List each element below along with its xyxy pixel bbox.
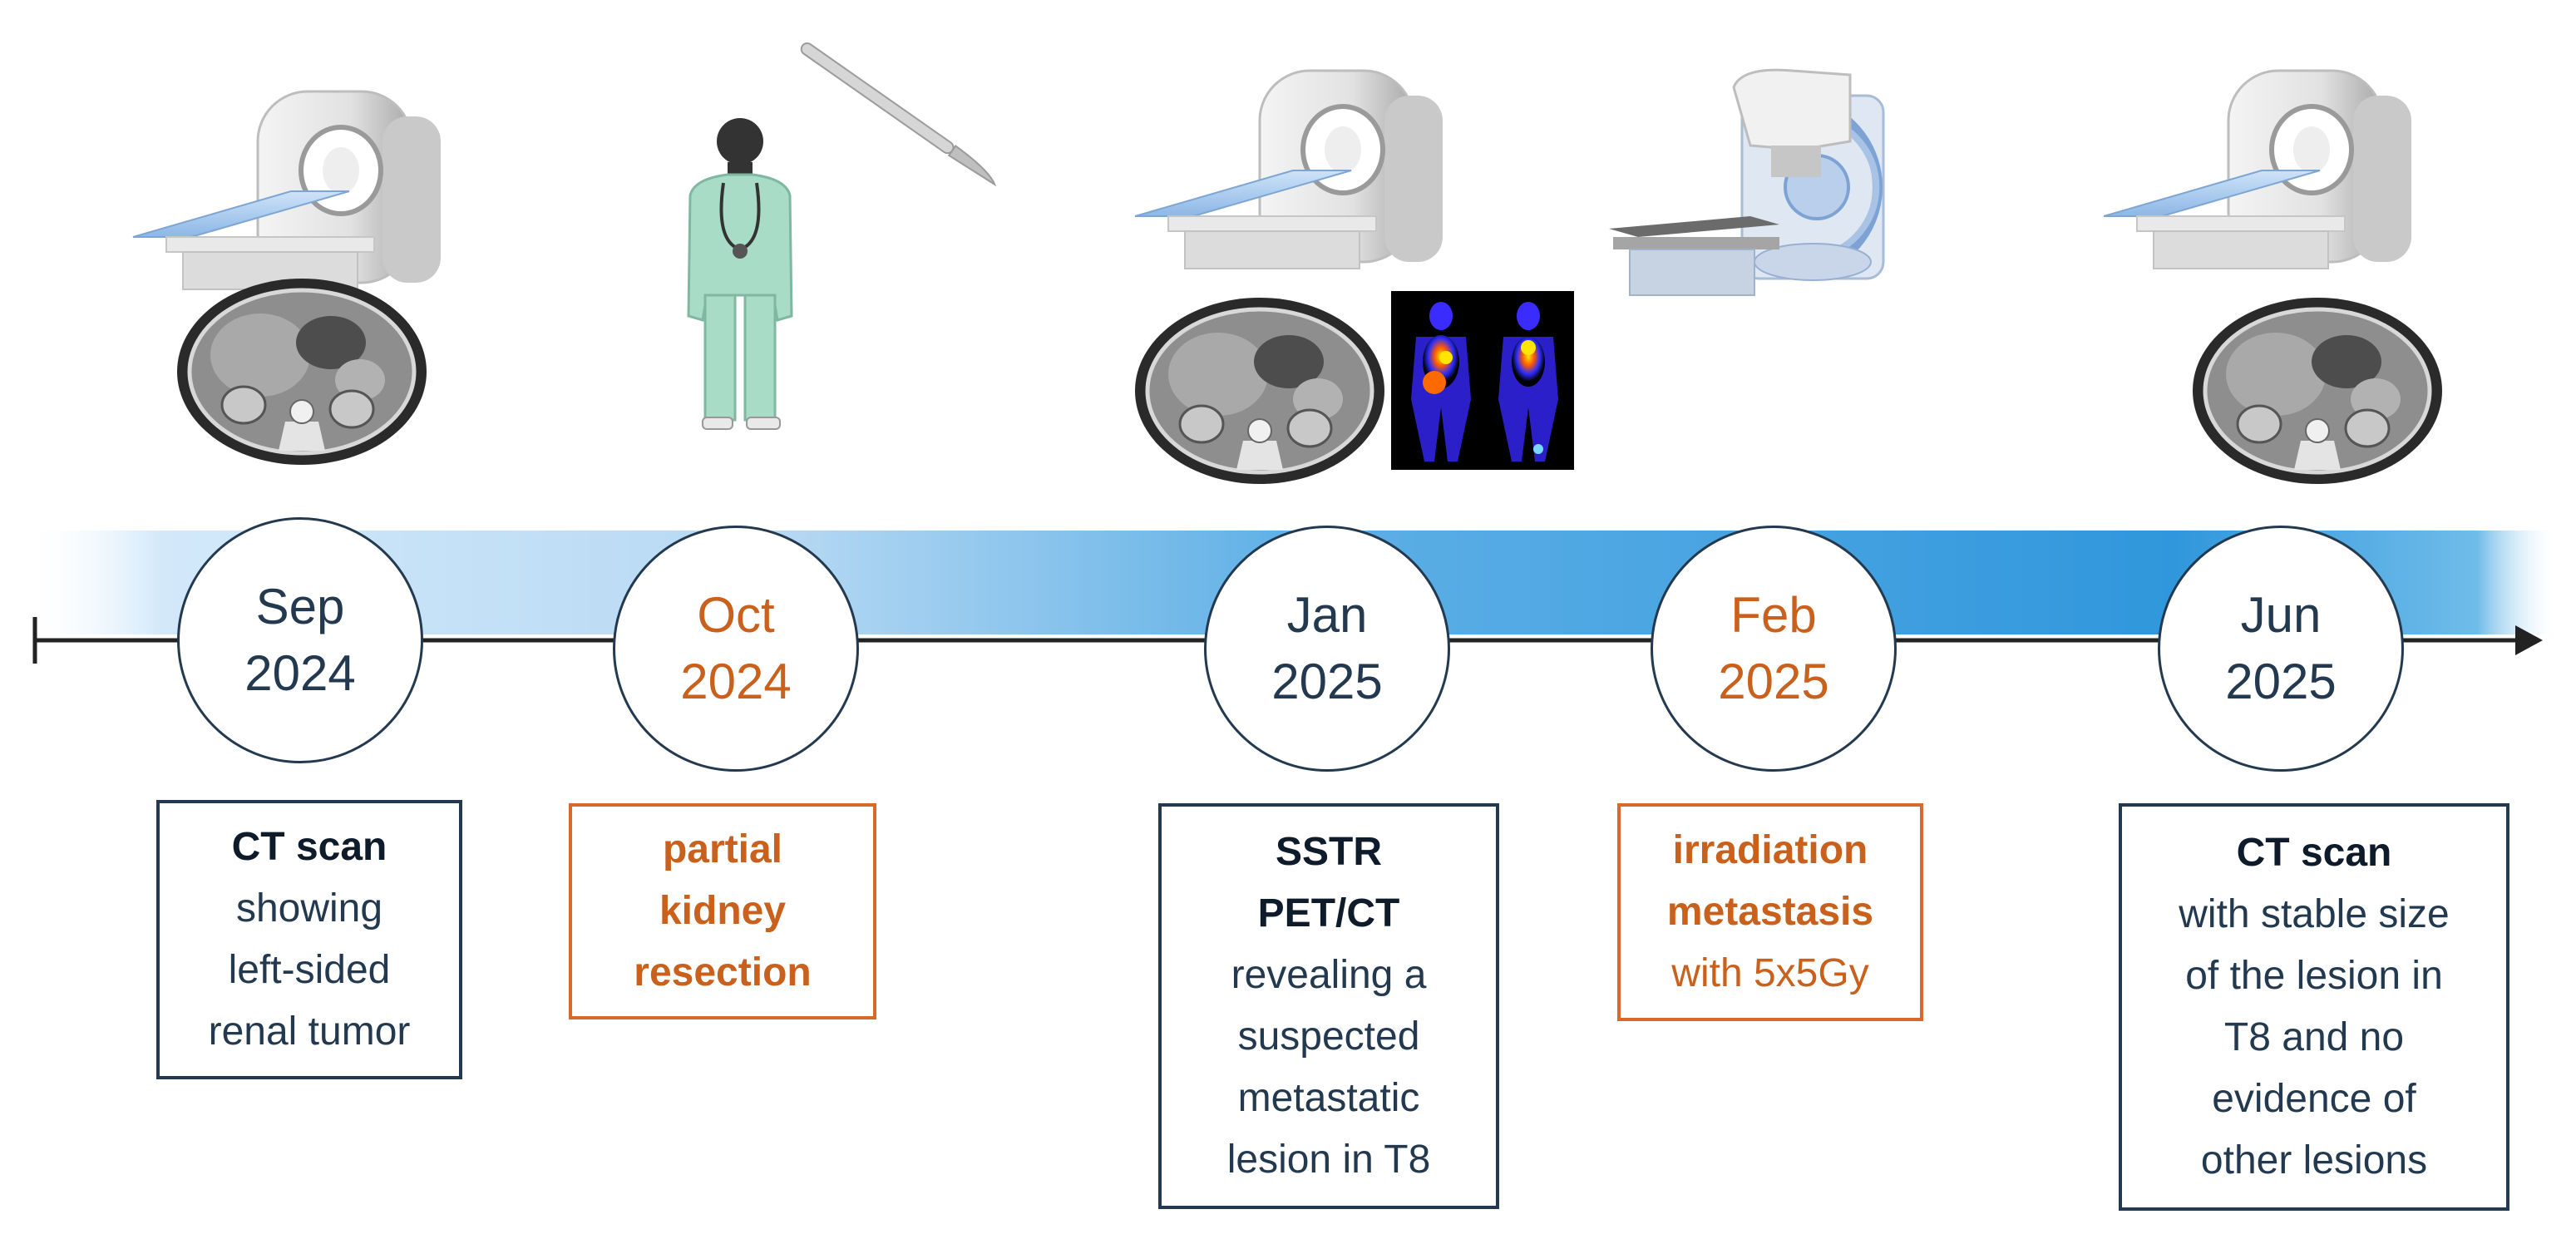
date-marker-oct-2024: Oct 2024 bbox=[613, 526, 859, 772]
event-box-partial-kidney-resection: partial kidney resection bbox=[569, 803, 876, 1019]
event-text-line: lesion in T8 bbox=[1226, 1138, 1431, 1182]
event-text-line: evidence of bbox=[2212, 1077, 2416, 1121]
ct-scanner-icon bbox=[133, 91, 441, 289]
event-title-line: SSTR bbox=[1275, 830, 1382, 874]
event-text-line: metastatic bbox=[1237, 1076, 1420, 1120]
date-month: Feb bbox=[1730, 587, 1817, 643]
date-marker-jan-2025: Jan 2025 bbox=[1204, 526, 1450, 772]
event-text-line: showing bbox=[235, 886, 383, 930]
surgeon-icon bbox=[687, 118, 793, 430]
event-text-line: left-sided bbox=[228, 948, 391, 992]
event-text-line: renal tumor bbox=[208, 1009, 411, 1054]
event-title-line: metastasis bbox=[1666, 890, 1874, 934]
timeline-arrowhead bbox=[2515, 625, 2543, 655]
event-text-line: suspected bbox=[1237, 1014, 1420, 1059]
ct-scanner-icon bbox=[1135, 71, 1443, 269]
event-text-line: of the lesion in bbox=[2185, 954, 2443, 998]
scalpel-icon bbox=[800, 42, 997, 187]
event-title-line: irradiation bbox=[1672, 828, 1868, 872]
ct-slice-icon bbox=[2193, 298, 2442, 484]
event-text-line: with 5x5Gy bbox=[1671, 951, 1869, 995]
date-year: 2024 bbox=[244, 645, 356, 701]
date-year: 2024 bbox=[680, 654, 792, 709]
date-year: 2025 bbox=[1718, 654, 1829, 709]
date-month: Jan bbox=[1286, 587, 1368, 643]
event-title: CT scan bbox=[2236, 831, 2392, 875]
date-marker-jun-2025: Jun 2025 bbox=[2158, 526, 2404, 772]
date-year: 2025 bbox=[2225, 654, 2337, 709]
ct-scanner-icon bbox=[2104, 71, 2411, 269]
event-box-ct-scan-stable-lesion: CT scan with stable size of the lesion i… bbox=[2119, 803, 2509, 1211]
date-month: Oct bbox=[697, 587, 775, 643]
date-month: Sep bbox=[255, 579, 345, 634]
date-month: Jun bbox=[2240, 587, 2322, 643]
event-box-ct-scan-renal-tumor: CT scan showing left-sided renal tumor bbox=[156, 800, 462, 1079]
event-text-line: revealing a bbox=[1231, 953, 1427, 997]
radiotherapy-linac-icon bbox=[1609, 68, 1885, 296]
event-title-line: kidney bbox=[659, 889, 787, 933]
date-year: 2025 bbox=[1271, 654, 1383, 709]
event-text-line: other lesions bbox=[2200, 1138, 2428, 1182]
event-title: CT scan bbox=[231, 825, 387, 869]
event-text-line: T8 and no bbox=[2223, 1015, 2405, 1059]
event-title-line: resection bbox=[634, 950, 812, 995]
date-marker-sep-2024: Sep 2024 bbox=[177, 517, 423, 763]
event-box-sstr-pet-ct: SSTR PET/CT revealing a suspected metast… bbox=[1158, 803, 1499, 1209]
ct-slice-icon bbox=[1135, 298, 1384, 484]
event-title-line: PET/CT bbox=[1257, 891, 1400, 935]
event-box-irradiation-metastasis: irradiation metastasis with 5x5Gy bbox=[1617, 803, 1923, 1021]
ct-slice-icon bbox=[177, 279, 427, 465]
date-marker-feb-2025: Feb 2025 bbox=[1651, 526, 1897, 772]
event-title-line: partial bbox=[662, 827, 783, 871]
event-text-line: with stable size bbox=[2179, 892, 2450, 936]
pet-scan-image-icon bbox=[1391, 291, 1574, 470]
